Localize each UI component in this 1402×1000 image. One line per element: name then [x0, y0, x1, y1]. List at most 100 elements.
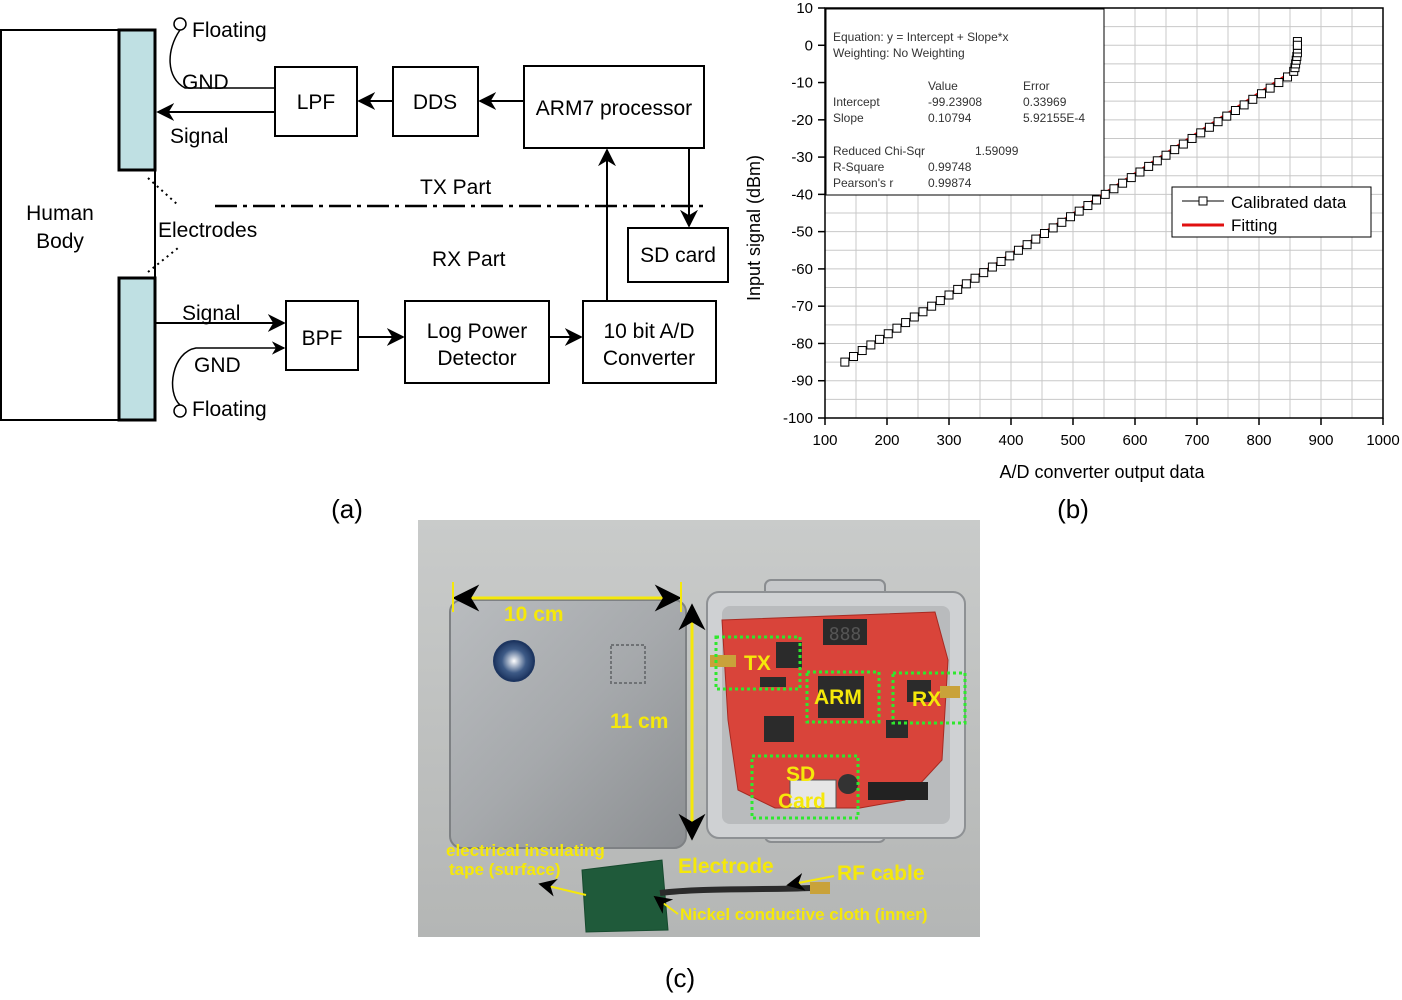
floating-label-top: Floating — [192, 19, 267, 42]
calibrated-data-point — [883, 329, 893, 339]
calibrated-data-point — [1135, 167, 1145, 177]
aux-chip-1 — [764, 716, 794, 742]
y-tick-label: -60 — [791, 261, 813, 278]
fit-equation: Equation: y = Intercept + Slope*x — [833, 30, 1008, 44]
y-tick-label: 10 — [796, 0, 813, 17]
legend-fitting-label: Fitting — [1231, 216, 1277, 235]
fit-chi-label: Reduced Chi-Sqr — [833, 144, 925, 158]
y-tick-label: -40 — [791, 186, 813, 203]
rx-part-label: RX Part — [432, 248, 506, 271]
panel-b-chart: Equation: y = Intercept + Slope*x Weight… — [744, 0, 1400, 524]
adc-label-1: 10 bit A/D — [603, 320, 694, 343]
tx-chip-small — [760, 677, 786, 687]
signal-label-top: Signal — [170, 125, 228, 148]
y-tick-label: -70 — [791, 298, 813, 315]
tape-label-1: electrical insulating — [446, 841, 605, 860]
calibrated-data-point — [1256, 89, 1266, 99]
calibrated-data-point — [927, 301, 937, 311]
sma-connector-tx — [710, 655, 736, 667]
chart-legend: Calibrated data Fitting — [1171, 186, 1372, 238]
calibrated-data-point — [1274, 78, 1284, 88]
fit-pearson-label: Pearson's r — [833, 176, 893, 190]
caption-c: (c) — [665, 963, 695, 993]
dds-label: DDS — [413, 91, 457, 114]
y-tick-label: -50 — [791, 224, 813, 241]
electrode-label: Electrode — [678, 855, 774, 878]
sd-label-1: SD — [786, 763, 815, 786]
calibrated-data-point — [1100, 189, 1110, 199]
panel-a-block-diagram: Human Body Electrodes Floating GND Signa… — [0, 17, 729, 524]
signal-label-bottom: Signal — [182, 302, 240, 325]
calibrated-data-point — [1204, 122, 1214, 132]
y-tick-label: -90 — [791, 373, 813, 390]
seven-segment-digits: 888 — [829, 624, 862, 645]
y-tick-label: -10 — [791, 75, 813, 92]
calibrated-data-point — [1109, 184, 1119, 194]
adc-block — [582, 300, 717, 384]
rx-region-box — [891, 671, 967, 725]
arm-label: ARM — [814, 686, 862, 709]
calibrated-data-point — [987, 262, 997, 272]
calibrated-data-point — [866, 340, 876, 350]
calibrated-data-point — [901, 318, 911, 328]
x-tick-label: 600 — [1122, 432, 1147, 449]
calibrated-data-point — [1013, 245, 1023, 255]
floating-terminal-bottom — [173, 404, 187, 418]
fit-slope-label: Slope — [833, 111, 864, 125]
calibrated-data-point — [1039, 229, 1049, 238]
electrodes-dotted-top — [147, 177, 179, 206]
calibrated-data-point — [1057, 217, 1067, 227]
calibrated-data-point — [979, 268, 989, 278]
bpf-label: BPF — [302, 327, 343, 350]
sd-card-label: SD card — [640, 244, 716, 267]
x-tick-label: 300 — [936, 432, 961, 449]
calibrated-data-point — [1248, 94, 1258, 104]
calibrated-data-point — [1265, 83, 1275, 93]
gnd-label-top: GND — [182, 71, 229, 94]
calibrated-data-point — [857, 346, 867, 356]
fit-intercept-error: 0.33969 — [1023, 95, 1067, 109]
x-axis-label: A/D converter output data — [999, 462, 1205, 482]
log-power-label-2: Detector — [437, 347, 516, 370]
rf-cable-connector — [810, 882, 830, 894]
siat-logo-seal — [493, 640, 535, 682]
fit-col-value: Value — [928, 79, 958, 93]
bpf-block — [285, 300, 359, 371]
calibrated-data-point — [1178, 139, 1188, 149]
x-tick-label: 200 — [874, 432, 899, 449]
calibrated-data-point — [840, 357, 850, 367]
insulating-tape-electrode — [581, 859, 669, 933]
fit-stats-background — [825, 8, 1105, 196]
sd-label-2: Card — [778, 790, 826, 813]
x-tick-label: 1000 — [1366, 432, 1399, 449]
x-tick-label: 800 — [1246, 432, 1271, 449]
y-tick-label: -30 — [791, 149, 813, 166]
calibrated-data-point — [1283, 72, 1293, 82]
calibrated-data-point — [909, 312, 919, 322]
caption-b: (b) — [1057, 494, 1089, 524]
y-tick-label: -80 — [791, 335, 813, 352]
gnd-wire-bottom — [171, 341, 286, 406]
fit-r2-value: 0.99748 — [928, 160, 972, 174]
tx-label: TX — [744, 652, 771, 675]
chart-series — [840, 37, 1302, 367]
bottom-electrode — [117, 276, 157, 422]
human-body-label-2: Body — [36, 230, 84, 253]
lpf-block — [274, 66, 358, 137]
log-power-detector-block — [404, 300, 550, 384]
dds-block — [392, 66, 479, 137]
fit-intercept-label: Intercept — [833, 95, 880, 109]
header-connector — [868, 782, 928, 800]
gnd-wire-top — [169, 29, 275, 89]
calibrated-data-point — [1144, 161, 1154, 171]
calibrated-data-point — [1092, 195, 1102, 205]
calibrated-data-point — [1196, 128, 1206, 138]
tx-part-label: TX Part — [420, 176, 491, 199]
tx-region-box — [714, 635, 802, 691]
calibrated-data-point — [1161, 150, 1171, 160]
calibrated-data-point — [1022, 240, 1032, 250]
fit-col-error: Error — [1023, 79, 1050, 93]
top-electrode — [117, 28, 157, 172]
fit-slope-value: 0.10794 — [928, 111, 972, 125]
